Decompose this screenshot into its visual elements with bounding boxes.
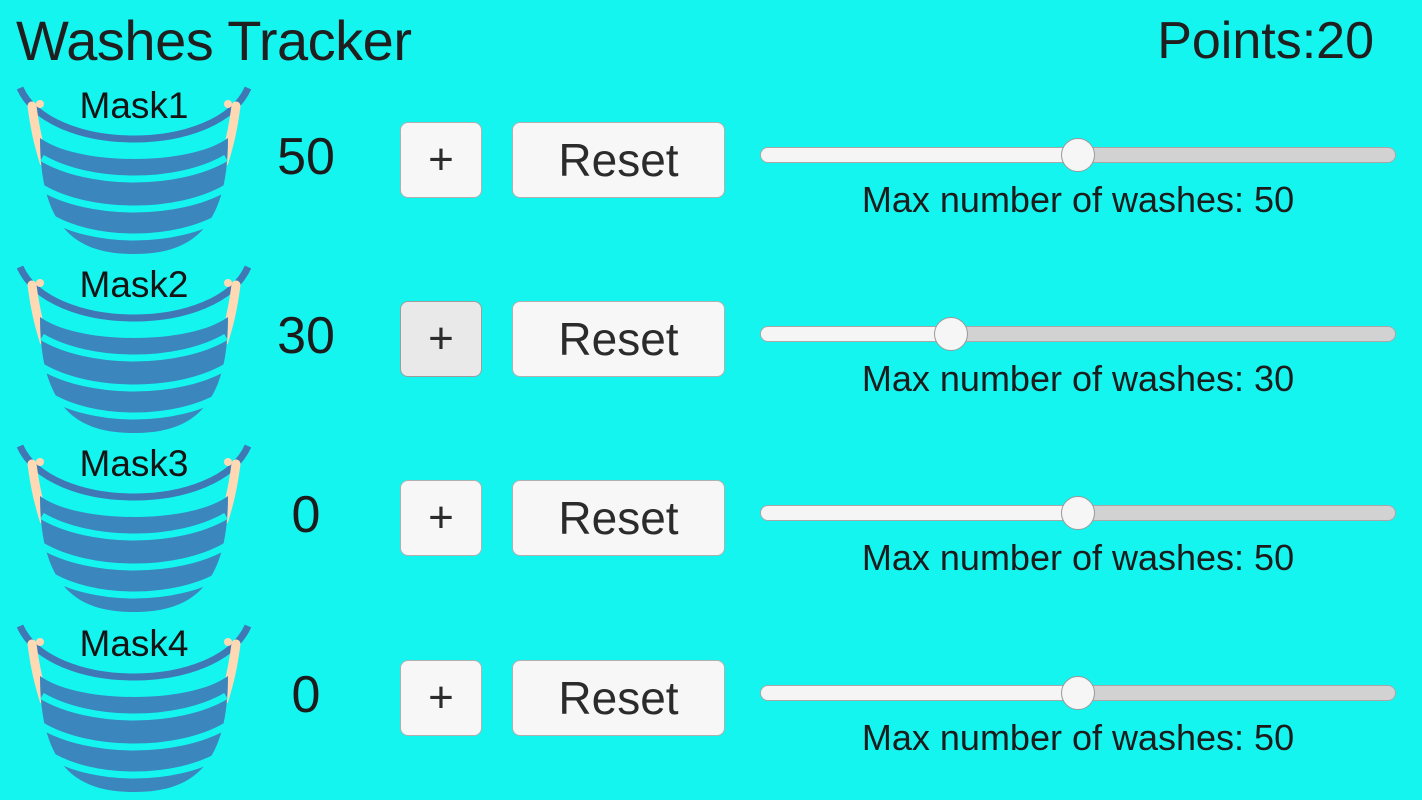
slider-thumb[interactable] [1061,496,1095,530]
wash-count-value: 50 [277,128,335,186]
mask-row: Mask3 0 + Reset Max number of washes: 50 [0,438,1422,617]
reset-button[interactable]: Reset [512,660,725,736]
max-washes-slider[interactable]: Max number of washes: 50 [760,618,1396,797]
mask-row: Mask4 0 + Reset Max number of washes: 50 [0,618,1422,797]
app-header: Washes Tracker Points:20 [0,0,1422,80]
points-display: Points:20 [1157,12,1374,70]
slider-thumb[interactable] [1061,138,1095,172]
slider-caption: Max number of washes: 30 [861,358,1295,399]
mask-icon [10,82,258,254]
increment-button[interactable]: + [400,301,482,377]
slider-fill [761,686,1078,700]
mask-icon [10,440,258,612]
increment-button[interactable]: + [400,122,482,198]
reset-button[interactable]: Reset [512,480,725,556]
reset-button[interactable]: Reset [512,301,725,377]
mask-icon [10,261,258,433]
max-washes-slider[interactable]: Max number of washes: 50 [760,438,1396,617]
wash-count-value: 0 [291,666,321,724]
increment-button[interactable]: + [400,660,482,736]
slider-fill [761,148,1078,162]
mask-row: Mask2 30 + Reset Max number of washes: 3… [0,259,1422,438]
max-washes-slider[interactable]: Max number of washes: 30 [760,259,1396,438]
slider-fill [761,327,952,341]
mask-row: Mask1 50 + Reset Max number of washes: 5… [0,80,1422,259]
page-title: Washes Tracker [16,9,412,72]
max-washes-slider[interactable]: Max number of washes: 50 [760,80,1396,259]
slider-thumb[interactable] [933,317,968,351]
wash-count-value: 30 [277,307,335,365]
mask-icon [10,620,258,792]
reset-button[interactable]: Reset [512,122,725,198]
slider-caption: Max number of washes: 50 [861,179,1295,220]
slider-thumb[interactable] [1061,676,1095,710]
slider-track[interactable] [760,326,1396,342]
increment-button[interactable]: + [400,480,482,556]
wash-count-value: 0 [291,486,321,544]
slider-caption: Max number of washes: 50 [861,537,1295,578]
slider-fill [761,506,1078,520]
slider-caption: Max number of washes: 50 [861,717,1295,758]
